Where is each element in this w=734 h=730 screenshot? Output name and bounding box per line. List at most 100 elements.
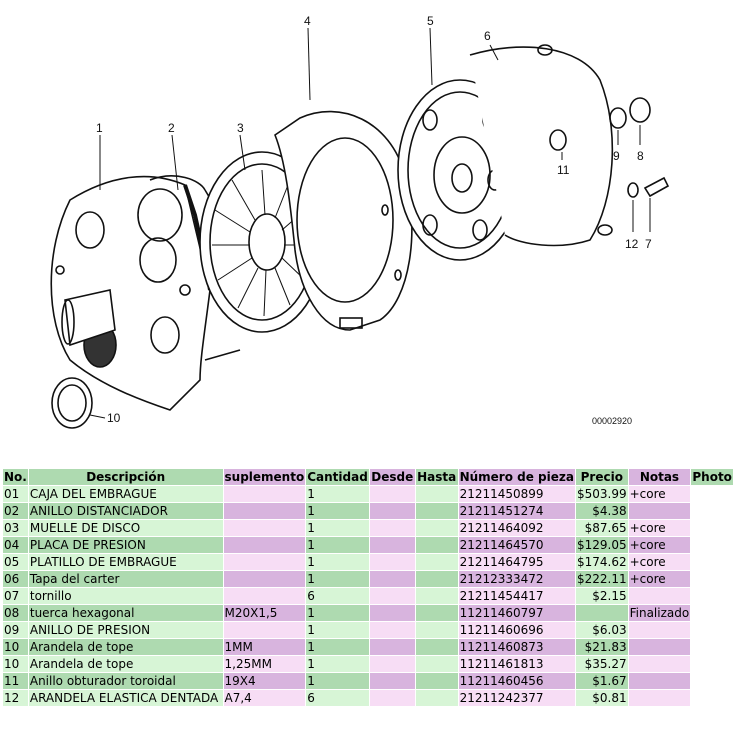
cell-desde [369,503,415,519]
cell-precio: $1.67 [575,673,628,689]
cell-hasta [415,673,458,689]
callout-1: 1 [96,121,103,135]
cell-notas: +core [628,554,691,570]
cell-notas: +core [628,486,691,502]
header-hasta: Hasta [415,469,458,485]
header-photo: Photo [691,469,733,485]
header-no: No. [3,469,28,485]
cell-descripcion: MUELLE DE DISCO [28,520,223,536]
cell-numero-pieza: 21211464795 [458,554,575,570]
part-7-bolt [643,176,670,198]
cell-numero-pieza: 21211464092 [458,520,575,536]
cell-no: 07 [3,588,28,604]
cell-numero-pieza: 11211460696 [458,622,575,638]
cell-hasta [415,690,458,706]
cell-no: 11 [3,673,28,689]
cell-hasta [415,622,458,638]
cell-notas [628,503,691,519]
cell-notas: +core [628,537,691,553]
cell-precio: $4.38 [575,503,628,519]
cell-descripcion: PLACA DE PRESION [28,537,223,553]
cell-hasta [415,588,458,604]
callout-11: 11 [557,163,570,177]
cell-descripcion: Anillo obturador toroidal [28,673,223,689]
cell-cantidad: 6 [306,588,369,604]
cell-cantidad: 1 [306,673,369,689]
cell-no: 01 [3,486,28,502]
cell-precio: $6.03 [575,622,628,638]
cell-desde [369,690,415,706]
cell-photo [691,639,733,655]
cell-suplemento [223,554,306,570]
cell-notas [628,673,691,689]
callout-5: 5 [427,14,434,28]
cell-numero-pieza: 21211464570 [458,537,575,553]
cell-notas [628,622,691,638]
cell-desde [369,656,415,672]
header-notas: Notas [628,469,691,485]
cell-numero-pieza: 21211450899 [458,486,575,502]
cell-descripcion: Arandela de tope [28,639,223,655]
cell-hasta [415,605,458,621]
cell-suplemento [223,520,306,536]
diagram-watermark: 00002920 [592,416,632,426]
cell-no: 06 [3,571,28,587]
cell-desde [369,571,415,587]
cell-notas [628,588,691,604]
cell-numero-pieza: 11211460873 [458,639,575,655]
cell-numero-pieza: 21211451274 [458,503,575,519]
table-header-row: No. Descripción suplemento Cantidad Desd… [3,469,733,485]
cell-descripcion: PLATILLO DE EMBRAGUE [28,554,223,570]
cell-precio: $129.05 [575,537,628,553]
cell-photo [691,690,733,706]
cell-hasta [415,537,458,553]
cell-cantidad: 6 [306,690,369,706]
cell-desde [369,537,415,553]
cell-suplemento: 1,25MM [223,656,306,672]
cell-cantidad: 1 [306,656,369,672]
cell-desde [369,622,415,638]
cell-no: 04 [3,537,28,553]
cell-cantidad: 1 [306,571,369,587]
cell-photo [691,486,733,502]
cell-hasta [415,639,458,655]
cell-descripcion: ARANDELA ELASTICA DENTADA [28,690,223,706]
cell-suplemento: A7,4 [223,690,306,706]
cell-precio: $35.27 [575,656,628,672]
cell-cantidad: 1 [306,622,369,638]
cell-notas [628,690,691,706]
cell-no: 09 [3,622,28,638]
cell-desde [369,588,415,604]
cell-precio: $2.15 [575,588,628,604]
cell-hasta [415,656,458,672]
part-8-hex-nut [629,97,651,123]
cell-notas [628,639,691,655]
cell-photo [691,571,733,587]
header-suplemento: suplemento [223,469,306,485]
cell-precio: $174.62 [575,554,628,570]
cell-hasta [415,503,458,519]
cell-desde [369,673,415,689]
cell-precio: $0.81 [575,690,628,706]
header-numero-pieza: Número de pieza [458,469,575,485]
cell-cantidad: 1 [306,554,369,570]
cell-photo [691,537,733,553]
cell-desde [369,605,415,621]
cell-descripcion: ANILLO DISTANCIADOR [28,503,223,519]
cell-numero-pieza: 11211460797 [458,605,575,621]
cell-descripcion: tornillo [28,588,223,604]
cell-no: 10 [3,639,28,655]
cell-hasta [415,486,458,502]
cell-desde [369,486,415,502]
cell-cantidad: 1 [306,639,369,655]
cell-no: 02 [3,503,28,519]
cell-precio: $503.99 [575,486,628,502]
cell-numero-pieza: 21211242377 [458,690,575,706]
callout-3: 3 [237,121,244,135]
